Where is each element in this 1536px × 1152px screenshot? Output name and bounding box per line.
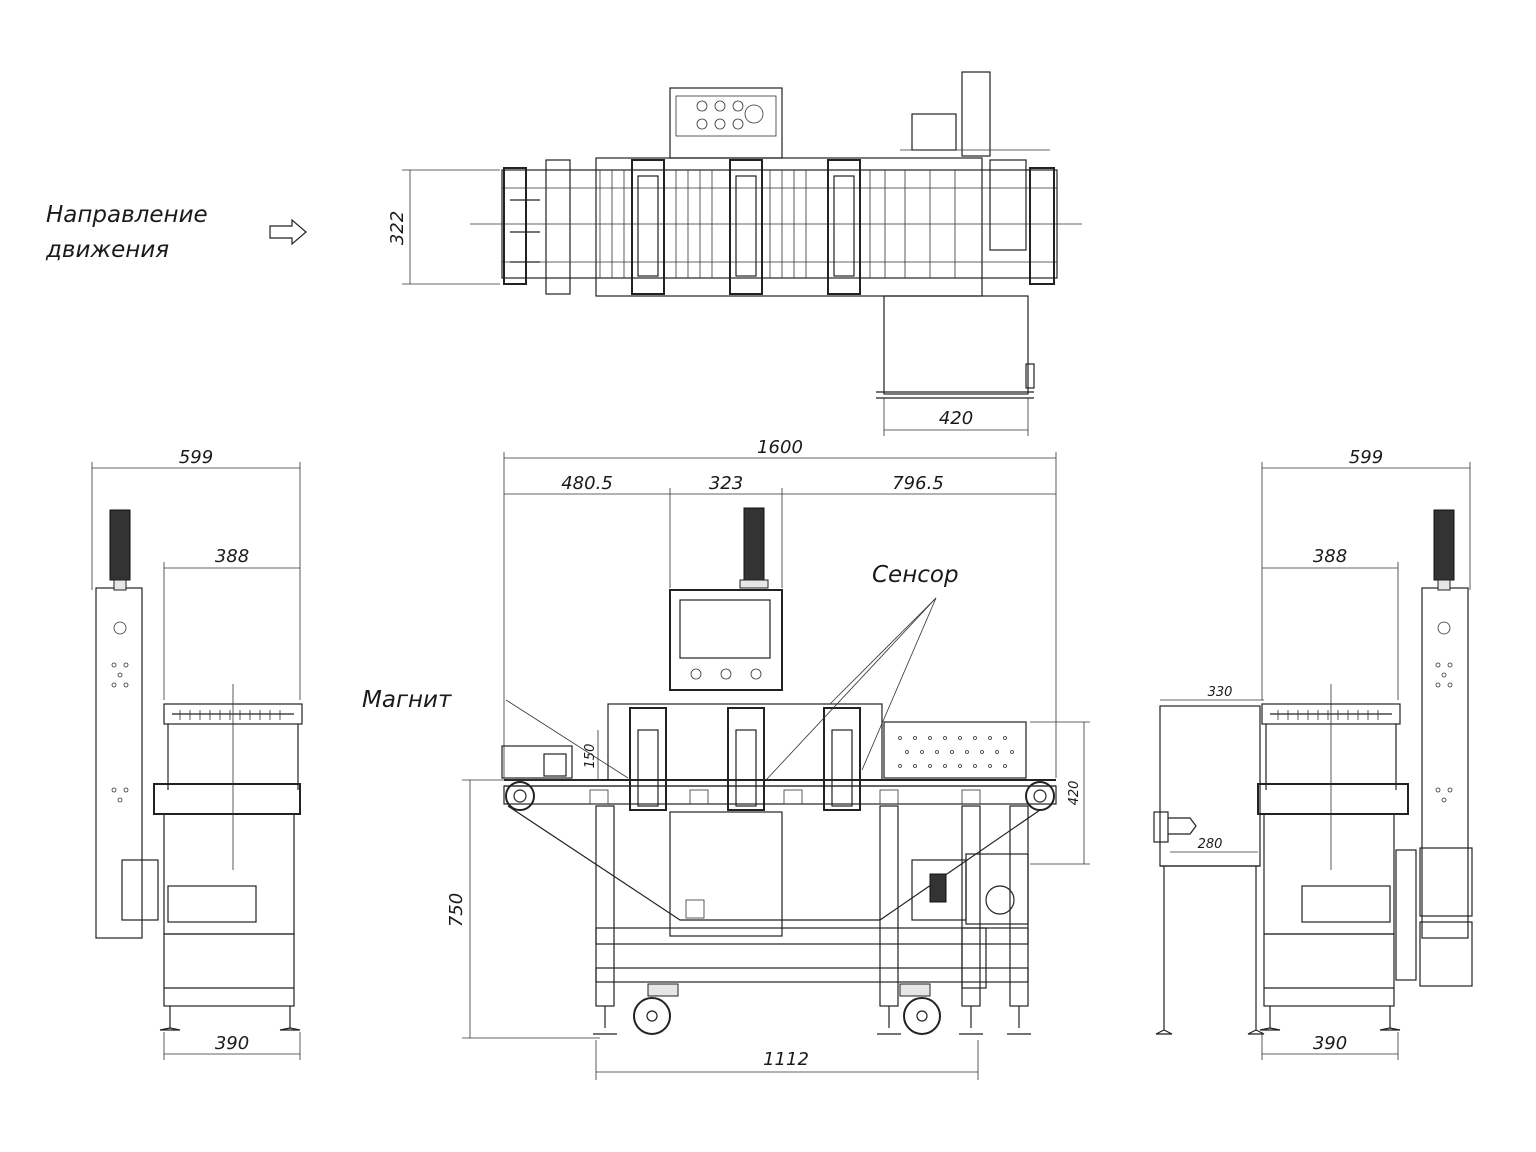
direction-arrow-icon xyxy=(269,218,307,246)
dim-390-right: 390 xyxy=(1313,1033,1347,1054)
dim-796-5: 796.5 xyxy=(892,473,944,494)
right-side-view xyxy=(1153,509,1473,1035)
caster-right-icon xyxy=(899,983,941,1035)
right-side-dimensions: 599 388 390 330 280 xyxy=(1160,447,1471,1060)
left-side-dimensions: 599 388 390 xyxy=(91,447,301,1060)
dim-388-right: 388 xyxy=(1313,546,1347,567)
top-view xyxy=(470,71,1082,399)
dim-1112: 1112 xyxy=(763,1049,809,1070)
direction-text-2: движения xyxy=(45,237,169,263)
front-view xyxy=(501,507,1057,1035)
dim-480-5: 480.5 xyxy=(561,473,613,494)
pusher-icon xyxy=(1153,811,1197,843)
top-view-dimensions: 322 420 xyxy=(387,169,1029,436)
dim-599-left: 599 xyxy=(179,447,213,468)
dim-750: 750 xyxy=(446,893,467,927)
dim-420-front: 420 xyxy=(1067,781,1082,806)
dim-280: 280 xyxy=(1198,837,1223,852)
magnet-label: Магнит xyxy=(362,687,452,713)
direction-label: Направление движения xyxy=(45,202,307,263)
dim-322: 322 xyxy=(387,211,408,245)
caster-left-icon xyxy=(633,983,679,1035)
sensor-label: Сенсор xyxy=(872,562,959,588)
dim-388-left: 388 xyxy=(215,546,249,567)
dim-599-right: 599 xyxy=(1349,447,1383,468)
left-side-view xyxy=(95,509,303,1031)
dim-150: 150 xyxy=(583,744,598,769)
dim-1600: 1600 xyxy=(757,437,803,458)
panel-buttons-icon xyxy=(696,100,764,130)
dim-323: 323 xyxy=(709,473,743,494)
hmi-buttons-icon xyxy=(690,668,762,680)
direction-text-1: Направление xyxy=(46,202,208,228)
front-view-dimensions: 1600 480.5 323 796.5 150 750 420 1112 xyxy=(446,437,1090,1080)
dim-330: 330 xyxy=(1208,685,1233,700)
dim-420-top: 420 xyxy=(939,408,973,429)
dim-390-left: 390 xyxy=(215,1033,249,1054)
